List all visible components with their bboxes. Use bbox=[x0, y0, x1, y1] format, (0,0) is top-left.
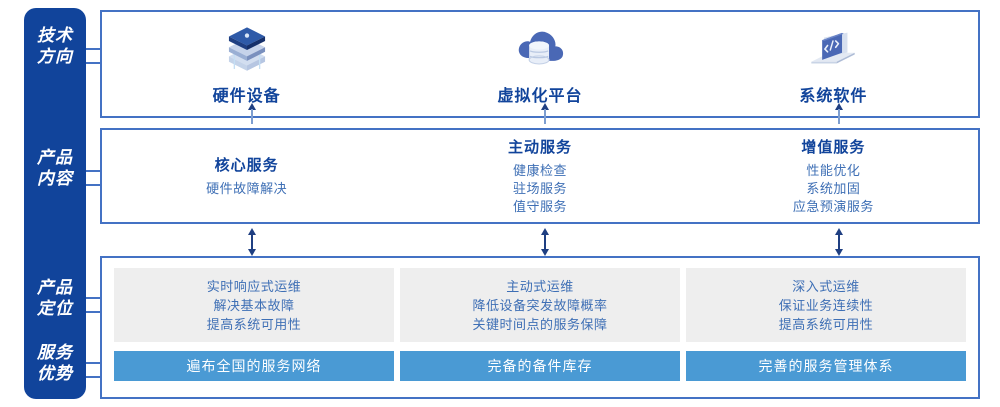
position-line-deep-1: 深入式运维 bbox=[792, 278, 860, 294]
sidebar-item-tech-direction-line2: 方向 bbox=[37, 47, 73, 66]
arrow-up-software bbox=[835, 103, 843, 124]
sidebar-item-tech-direction-line1: 技术 bbox=[37, 26, 73, 45]
sidebar-item-product-content-line2: 内容 bbox=[37, 169, 73, 188]
bottom-column-proactive: 主动式运维 降低设备突发故障概率 关键时间点的服务保障 完备的备件库存 bbox=[400, 268, 680, 387]
advantage-bar-inventory[interactable]: 完备的备件库存 bbox=[400, 351, 680, 381]
sidebar-item-tech-direction[interactable]: 技术 方向 bbox=[24, 25, 86, 67]
arrow-up-hardware bbox=[248, 103, 256, 124]
bottom-column-realtime: 实时响应式运维 解决基本故障 提高系统可用性 遍布全国的服务网络 bbox=[114, 268, 394, 387]
content-item-proactive-1: 健康检查 bbox=[512, 163, 567, 178]
position-card-realtime[interactable]: 实时响应式运维 解决基本故障 提高系统可用性 bbox=[114, 268, 394, 342]
sidebar-item-service-advantage-line2: 优势 bbox=[37, 364, 73, 383]
laptop-code-icon bbox=[811, 32, 855, 64]
tech-label-virtualization: 虚拟化平台 bbox=[497, 88, 583, 105]
server-stack-icon bbox=[228, 27, 265, 71]
content-column-valueadd[interactable]: 增值服务 性能优化 系统加固 应急预演服务 bbox=[687, 128, 980, 224]
position-line-proactive-3: 关键时间点的服务保障 bbox=[472, 316, 608, 332]
connector-content-a bbox=[86, 170, 102, 172]
position-line-realtime-2: 解决基本故障 bbox=[213, 297, 295, 313]
arrow-up-virtualization bbox=[541, 103, 549, 124]
position-card-proactive[interactable]: 主动式运维 降低设备突发故障概率 关键时间点的服务保障 bbox=[400, 268, 680, 342]
sidebar-item-product-position-line1: 产品 bbox=[37, 278, 73, 297]
sidebar-item-product-position-line2: 定位 bbox=[37, 299, 73, 318]
tech-column-hardware[interactable]: 硬件设备 bbox=[100, 22, 393, 106]
content-column-proactive[interactable]: 主动服务 健康检查 驻场服务 值守服务 bbox=[393, 128, 686, 224]
sidebar-item-service-advantage[interactable]: 服务 优势 bbox=[24, 342, 86, 384]
product-content-row: 核心服务 硬件故障解决 主动服务 健康检查 驻场服务 值守服务 增值服务 性能优… bbox=[100, 128, 980, 224]
product-content-section bbox=[100, 128, 980, 224]
position-line-proactive-2: 降低设备突发故障概率 bbox=[472, 297, 608, 313]
content-item-valueadd-3: 应急预演服务 bbox=[792, 199, 874, 214]
tech-column-virtualization[interactable]: 虚拟化平台 bbox=[393, 22, 686, 106]
connector-position-a bbox=[86, 297, 102, 299]
content-title-valueadd: 增值服务 bbox=[801, 139, 866, 156]
content-column-core[interactable]: 核心服务 硬件故障解决 bbox=[100, 128, 393, 224]
arrow-up-down-proactive bbox=[541, 228, 549, 256]
position-card-deep[interactable]: 深入式运维 保证业务连续性 提高系统可用性 bbox=[686, 268, 966, 342]
position-line-realtime-1: 实时响应式运维 bbox=[206, 278, 302, 294]
arrow-up-down-core bbox=[248, 228, 256, 256]
content-item-core-1: 硬件故障解决 bbox=[206, 181, 288, 196]
connector-advantage-b bbox=[86, 376, 102, 378]
position-line-deep-2: 保证业务连续性 bbox=[778, 297, 874, 313]
connector-position-b bbox=[86, 311, 102, 313]
connector-tech-b bbox=[86, 62, 102, 64]
bottom-column-deep: 深入式运维 保证业务连续性 提高系统可用性 完善的服务管理体系 bbox=[686, 268, 966, 387]
content-title-proactive: 主动服务 bbox=[507, 139, 572, 156]
content-item-valueadd-1: 性能优化 bbox=[806, 163, 861, 178]
connector-advantage-a bbox=[86, 362, 102, 364]
connector-tech-a bbox=[86, 48, 102, 50]
cloud-database-icon bbox=[518, 31, 564, 65]
content-title-core: 核心服务 bbox=[214, 157, 279, 174]
position-line-realtime-3: 提高系统可用性 bbox=[206, 316, 302, 332]
arrow-up-down-valueadd bbox=[835, 228, 843, 256]
content-item-proactive-2: 驻场服务 bbox=[512, 181, 567, 196]
tech-label-software: 系统软件 bbox=[799, 88, 868, 105]
sidebar-item-product-content-line1: 产品 bbox=[37, 148, 73, 167]
tech-direction-row: 硬件设备 虚拟化平台 bbox=[100, 10, 980, 118]
tech-column-software[interactable]: 系统软件 bbox=[687, 22, 980, 106]
sidebar-item-product-content[interactable]: 产品 内容 bbox=[24, 147, 86, 189]
connector-content-b bbox=[86, 184, 102, 186]
sidebar-item-service-advantage-line1: 服务 bbox=[37, 343, 73, 362]
advantage-bar-management[interactable]: 完善的服务管理体系 bbox=[686, 351, 966, 381]
position-line-deep-3: 提高系统可用性 bbox=[778, 316, 874, 332]
tech-label-hardware: 硬件设备 bbox=[212, 88, 281, 105]
content-item-proactive-3: 值守服务 bbox=[512, 199, 567, 214]
sidebar bbox=[24, 8, 86, 399]
content-item-valueadd-2: 系统加固 bbox=[806, 181, 861, 196]
product-position-row: 实时响应式运维 解决基本故障 提高系统可用性 遍布全国的服务网络 主动式运维 降… bbox=[100, 256, 980, 399]
position-line-proactive-1: 主动式运维 bbox=[506, 278, 574, 294]
advantage-bar-network[interactable]: 遍布全国的服务网络 bbox=[114, 351, 394, 381]
sidebar-item-product-position[interactable]: 产品 定位 bbox=[24, 277, 86, 319]
